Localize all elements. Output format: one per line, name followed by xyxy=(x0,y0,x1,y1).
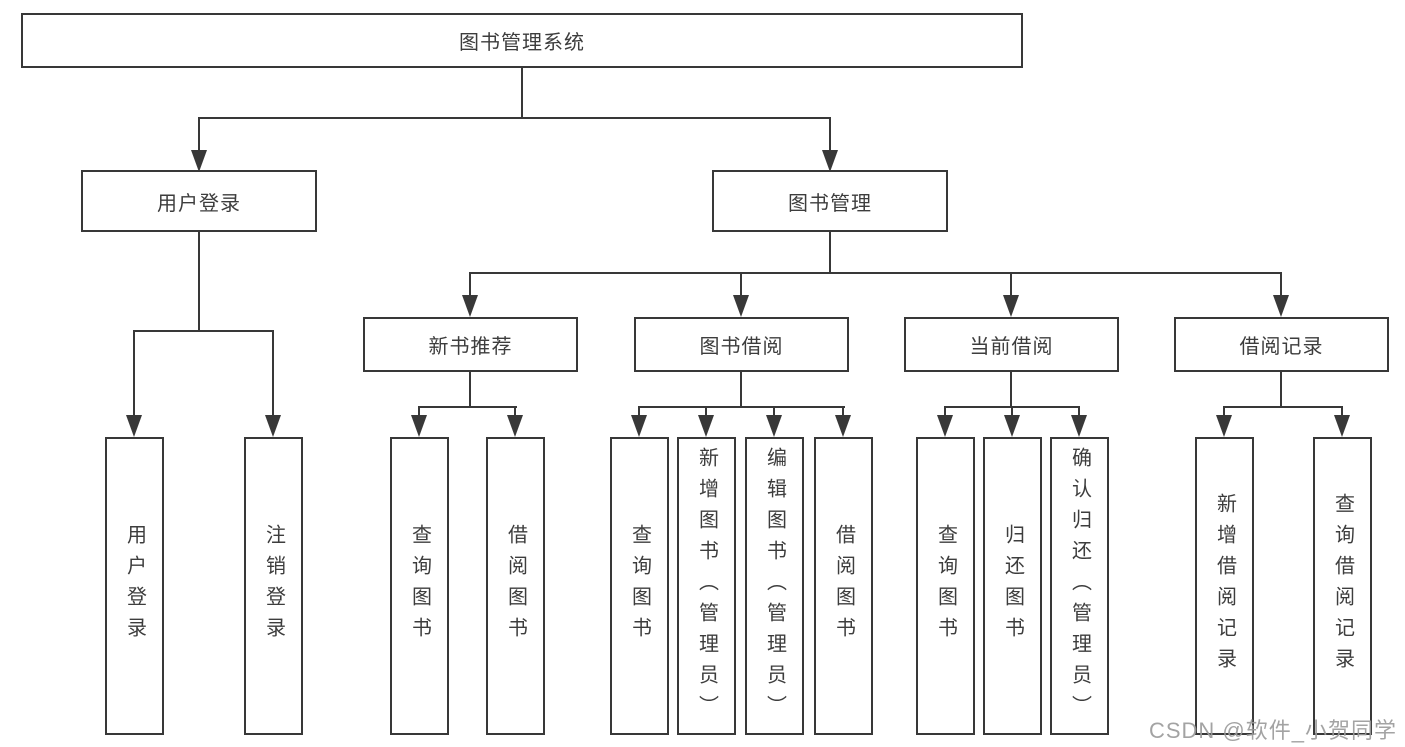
leaf-br-query-record: 查询借阅记录 xyxy=(1313,437,1372,735)
leaf-bb-borrow-books: 借阅图书 xyxy=(814,437,873,735)
arrowhead-to-leaf-icon xyxy=(766,415,782,437)
edge-records-branch-line xyxy=(1224,406,1343,408)
arrowhead-to-leaf-icon xyxy=(698,415,714,437)
edge-to-user-login-line xyxy=(198,117,200,150)
leaf-cb-confirm-return-admin-label: 确认归还（管理员） xyxy=(1068,446,1091,726)
edge-user-login-stem-line xyxy=(198,232,200,331)
edge-root-branch-line xyxy=(198,117,831,119)
leaf-br-add-record: 新增借阅记录 xyxy=(1195,437,1254,735)
edge-recommend-branch-line xyxy=(419,406,517,408)
arrowhead-to-leaf-icon xyxy=(1216,415,1232,437)
edge-to-borrowing-records-line xyxy=(1280,272,1282,296)
leaf-bb-query-books-label: 查询图书 xyxy=(628,524,651,648)
leaf-user-login-label: 用户登录 xyxy=(123,524,146,648)
leaf-bb-edit-books-admin-label: 编辑图书（管理员） xyxy=(763,446,786,726)
leaf-br-add-record-label: 新增借阅记录 xyxy=(1213,493,1236,679)
edge-to-current-borrowing-line xyxy=(1010,272,1012,296)
csdn-watermark: CSDN @软件_小贺同学 xyxy=(1148,718,1397,743)
arrowhead-to-user-login-icon xyxy=(191,150,207,172)
edge-to-leaf-line xyxy=(842,406,844,416)
arrowhead-to-leaf-icon xyxy=(1334,415,1350,437)
edge-to-leaf-line xyxy=(514,406,516,416)
edge-to-leaf-line xyxy=(1011,406,1013,416)
leaf-cb-return-books-label: 归还图书 xyxy=(1001,524,1024,648)
arrowhead-to-leaf-logout-icon xyxy=(265,415,281,437)
arrowhead-to-leaf-icon xyxy=(411,415,427,437)
leaf-cb-confirm-return-admin: 确认归还（管理员） xyxy=(1050,437,1109,735)
arrowhead-to-leaf-icon xyxy=(1004,415,1020,437)
edge-borrowing-branch-line xyxy=(639,406,845,408)
edge-to-leaf-line xyxy=(705,406,707,416)
leaf-cb-query-books-label: 查询图书 xyxy=(934,524,957,648)
leaf-rec-query-books-label: 查询图书 xyxy=(408,524,431,648)
node-borrowing-records: 借阅记录 xyxy=(1174,317,1389,372)
arrowhead-to-book-management-icon xyxy=(822,150,838,172)
arrowhead-to-new-book-recommend-icon xyxy=(462,295,478,317)
node-current-borrowing: 当前借阅 xyxy=(904,317,1119,372)
leaf-bb-borrow-books-label: 借阅图书 xyxy=(832,524,855,648)
leaf-rec-query-books: 查询图书 xyxy=(390,437,449,735)
arrowhead-to-leaf-icon xyxy=(937,415,953,437)
edge-recommend-stem-line xyxy=(469,371,471,407)
arrowhead-to-book-borrowing-icon xyxy=(733,295,749,317)
edge-book-management-branch-line xyxy=(469,272,1282,274)
leaf-cb-query-books: 查询图书 xyxy=(916,437,975,735)
node-new-book-recommend: 新书推荐 xyxy=(363,317,578,372)
leaf-logout-label: 注销登录 xyxy=(262,524,285,648)
node-user-login: 用户登录 xyxy=(81,170,317,232)
arrowhead-to-leaf-icon xyxy=(1071,415,1087,437)
edge-user-login-branch-line xyxy=(133,330,274,332)
edge-to-leaf-line xyxy=(944,406,946,416)
arrowhead-to-borrowing-records-icon xyxy=(1273,295,1289,317)
leaf-bb-query-books: 查询图书 xyxy=(610,437,669,735)
leaf-bb-add-books-admin: 新增图书（管理员） xyxy=(677,437,736,735)
leaf-user-login: 用户登录 xyxy=(105,437,164,735)
edge-to-leaf-line xyxy=(638,406,640,416)
edge-to-book-management-line xyxy=(829,117,831,150)
arrowhead-to-leaf-icon xyxy=(631,415,647,437)
leaf-br-query-record-label: 查询借阅记录 xyxy=(1331,493,1354,679)
leaf-bb-add-books-admin-label: 新增图书（管理员） xyxy=(695,446,718,726)
node-root-library-system: 图书管理系统 xyxy=(21,13,1023,68)
arrowhead-to-leaf-icon xyxy=(507,415,523,437)
node-book-borrowing: 图书借阅 xyxy=(634,317,849,372)
edge-to-leaf-line xyxy=(1341,406,1343,416)
edge-to-leaf-line xyxy=(1223,406,1225,416)
edge-to-leaf-user-login-line xyxy=(133,330,135,415)
edge-to-leaf-line xyxy=(1078,406,1080,416)
arrowhead-to-leaf-user-login-icon xyxy=(126,415,142,437)
leaf-cb-return-books: 归还图书 xyxy=(983,437,1042,735)
edge-to-leaf-logout-line xyxy=(272,330,274,415)
arrowhead-to-current-borrowing-icon xyxy=(1003,295,1019,317)
leaf-logout: 注销登录 xyxy=(244,437,303,735)
node-book-management: 图书管理 xyxy=(712,170,948,232)
edge-to-book-borrowing-line xyxy=(740,272,742,296)
leaf-rec-borrow-books: 借阅图书 xyxy=(486,437,545,735)
edge-records-stem-line xyxy=(1280,371,1282,407)
edge-to-new-book-recommend-line xyxy=(469,272,471,296)
arrowhead-to-leaf-icon xyxy=(835,415,851,437)
edge-current-stem-line xyxy=(1010,371,1012,407)
edge-to-leaf-line xyxy=(773,406,775,416)
edge-root-stem-line xyxy=(521,68,523,118)
leaf-bb-edit-books-admin: 编辑图书（管理员） xyxy=(745,437,804,735)
edge-borrowing-stem-line xyxy=(740,371,742,407)
leaf-rec-borrow-books-label: 借阅图书 xyxy=(504,524,527,648)
edge-to-leaf-line xyxy=(418,406,420,416)
edge-book-management-stem-line xyxy=(829,232,831,273)
